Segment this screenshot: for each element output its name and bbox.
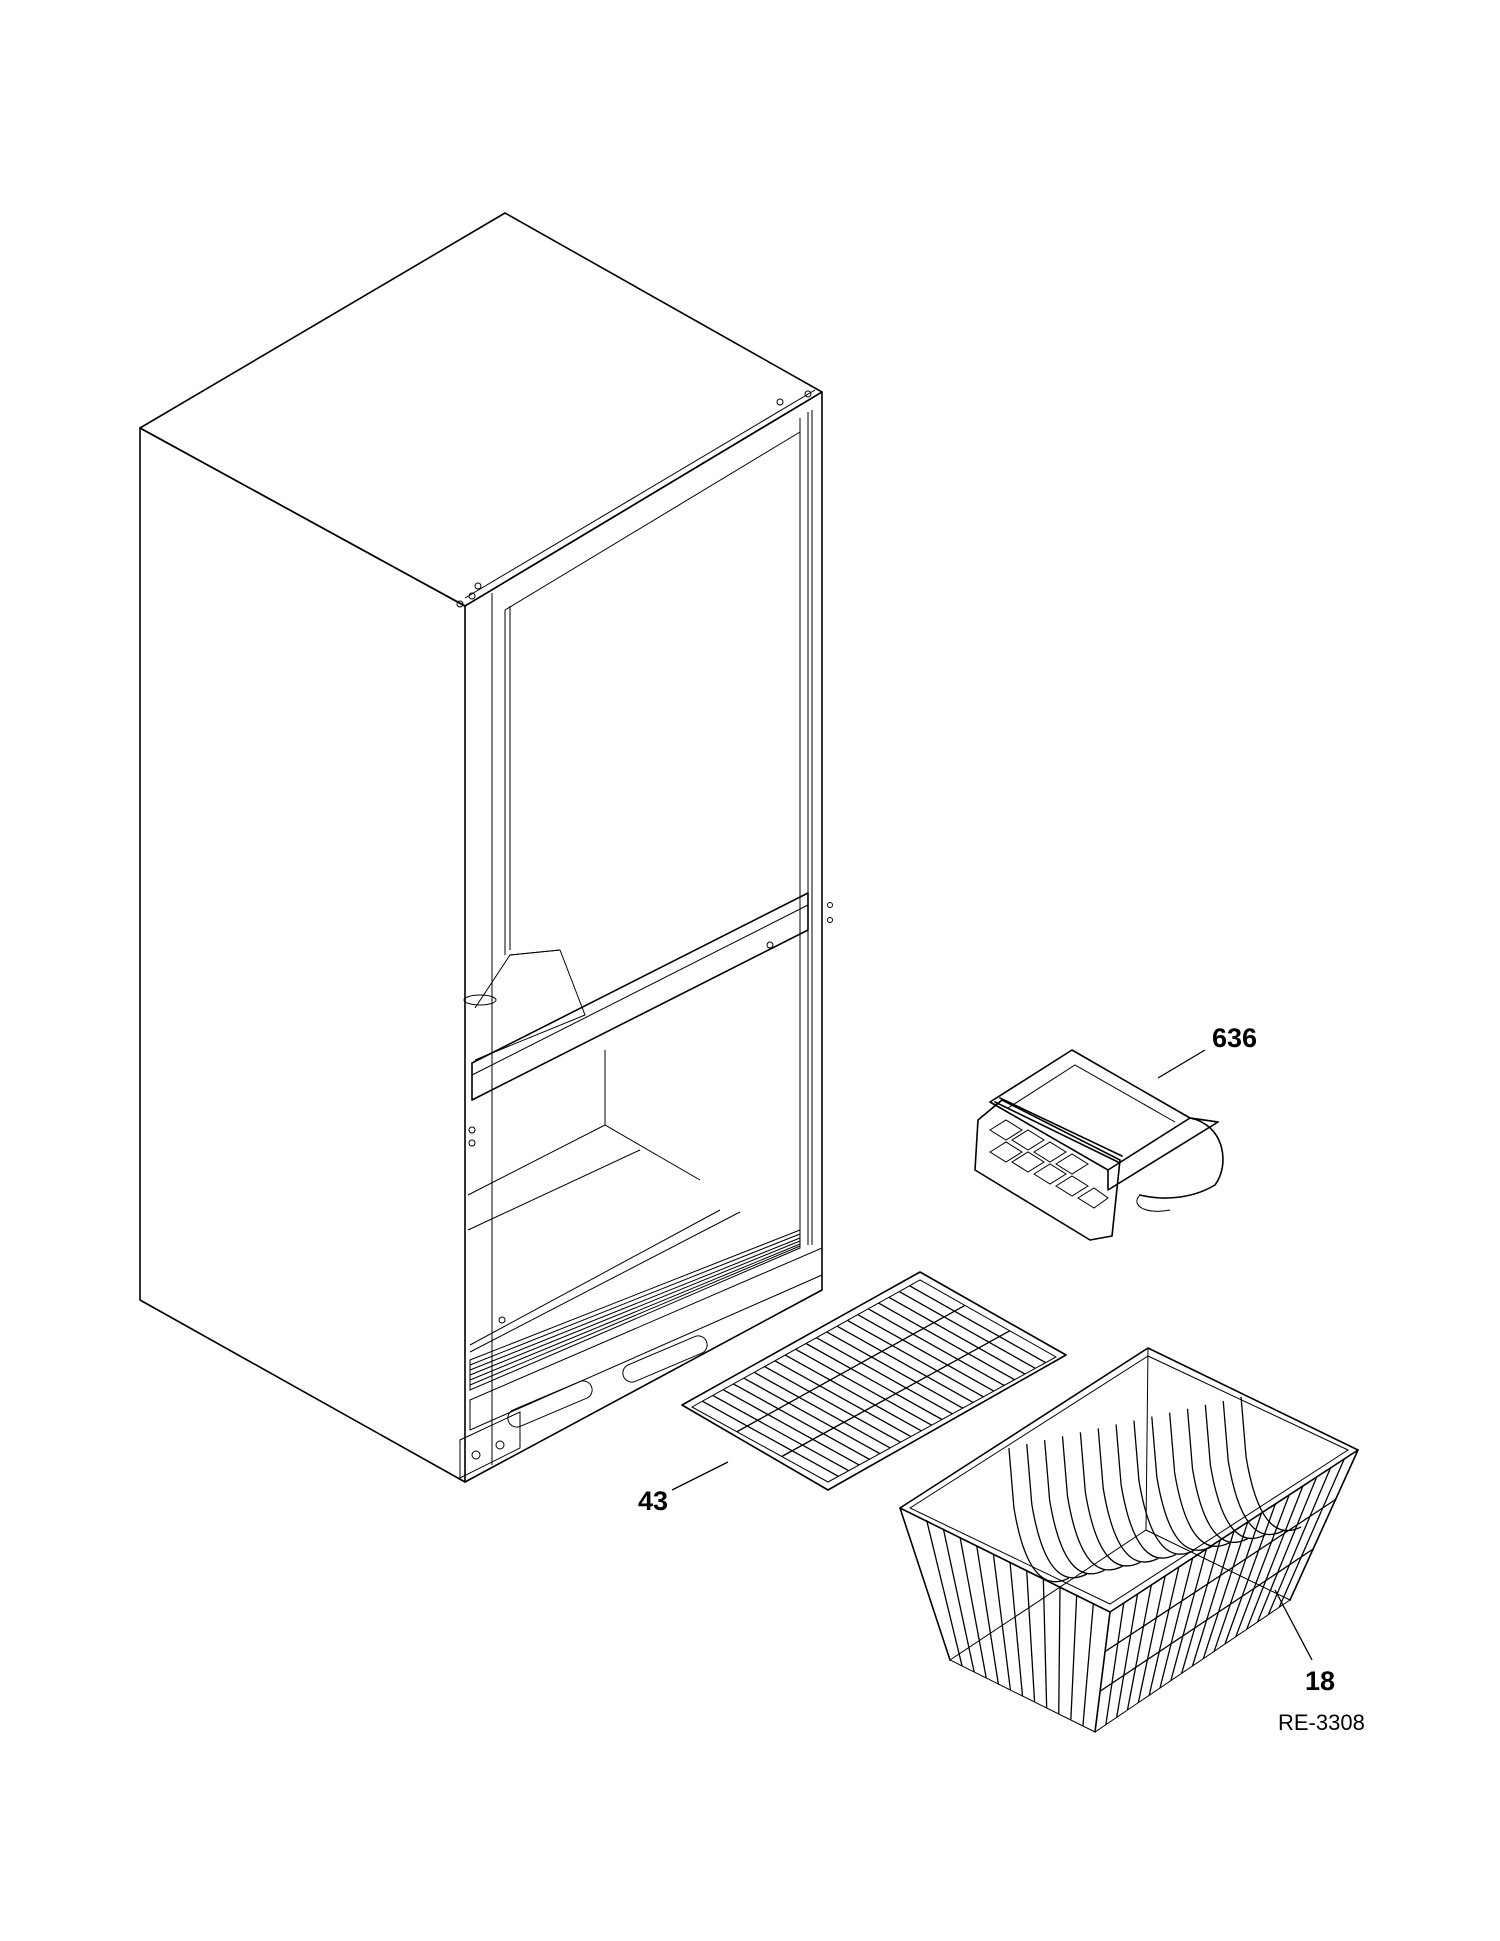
shelf-wire: [722, 1389, 860, 1466]
leader-18: [1274, 1589, 1313, 1661]
basket-back-wire: [1043, 1440, 1105, 1575]
shelf-crossbar: [781, 1330, 1011, 1458]
basket-band: [1099, 1548, 1314, 1692]
basket-front-wire: [1042, 1578, 1048, 1709]
shelf-wire: [784, 1354, 922, 1432]
shelf-wire: [712, 1394, 850, 1472]
shelf-wire: [816, 1337, 953, 1415]
shelf-wire: [733, 1383, 870, 1460]
leader-636: [1157, 1049, 1206, 1079]
wire-basket: [899, 1347, 1359, 1733]
shelf-wire: [836, 1325, 974, 1404]
basket-side-wire: [1181, 1539, 1221, 1674]
basket-side-wire: [1148, 1566, 1180, 1696]
shelf-wire: [867, 1308, 1005, 1386]
callout-18: 18: [1305, 1666, 1335, 1696]
basket-side-wire: [1213, 1512, 1263, 1652]
shelf-wire: [805, 1342, 943, 1421]
basket-back-wire: [1222, 1400, 1284, 1536]
basket-side-wire: [1235, 1494, 1290, 1637]
callout-636: 636: [1212, 1023, 1257, 1053]
basket-side-wire: [1267, 1467, 1332, 1615]
basket-side-wire: [1256, 1476, 1318, 1623]
basket-back-wire: [1008, 1447, 1070, 1583]
basket-front-wire: [1009, 1561, 1024, 1697]
basket-back-wire: [1115, 1424, 1177, 1559]
shelf-wire: [743, 1377, 881, 1455]
shelf-wire: [826, 1331, 964, 1409]
shelf-crossbar: [736, 1304, 966, 1433]
basket-band: [1104, 1498, 1336, 1653]
basket-side-wire: [1278, 1458, 1345, 1608]
shelf-wire: [857, 1314, 995, 1392]
basket-side-wire: [1170, 1548, 1208, 1681]
shelf-wire: [847, 1319, 984, 1398]
basket-back-wire: [1061, 1436, 1123, 1571]
basket-front-wire: [1070, 1595, 1078, 1721]
basket-side-wire: [1116, 1593, 1139, 1718]
basket-back-wire: [1204, 1404, 1266, 1540]
wire-shelf: [681, 1271, 1067, 1491]
basket-side-wire: [1202, 1521, 1249, 1659]
shelf-wire: [795, 1348, 932, 1426]
shelf-wire: [888, 1296, 1026, 1375]
basket-back-wire: [1186, 1408, 1248, 1544]
basket-front-wire: [1026, 1570, 1036, 1703]
evaporator-grille: [469, 1209, 801, 1391]
shelf-wire: [702, 1400, 839, 1477]
drawing-code: RE-3308: [1278, 1710, 1365, 1735]
basket-front-wire: [1082, 1603, 1094, 1727]
basket-front-wire: [1058, 1586, 1061, 1715]
basket-front-wire: [992, 1553, 1012, 1691]
basket-side-wire: [1105, 1602, 1125, 1725]
basket-side-wire: [1159, 1557, 1194, 1689]
basket-back-wire: [1026, 1444, 1088, 1579]
callout-43: 43: [638, 1486, 668, 1516]
basket-side-wire: [1224, 1503, 1276, 1645]
basket-side-wire: [1126, 1584, 1152, 1711]
basket-front-wire: [976, 1545, 999, 1685]
leader-43: [671, 1461, 729, 1491]
basket-back-wire: [1097, 1428, 1159, 1563]
basket-back-wire: [1133, 1420, 1195, 1555]
basket-front-wire: [942, 1528, 975, 1673]
basket-back-wire: [1079, 1432, 1141, 1567]
basket-side-wire: [1191, 1530, 1235, 1667]
refrigerator-cabinet: [139, 212, 833, 1483]
shelf-wire: [753, 1371, 891, 1449]
basket-side-wire: [1246, 1485, 1304, 1630]
basket-back-wire: [1240, 1396, 1302, 1532]
shelf-wire: [898, 1290, 1036, 1369]
ice-bin: [974, 1049, 1224, 1241]
basket-side-wire: [1137, 1575, 1166, 1703]
shelf-wire: [909, 1285, 1046, 1364]
shelf-wire: [764, 1366, 901, 1443]
shelf-wire: [878, 1302, 1015, 1381]
shelf-wire: [774, 1360, 912, 1438]
basket-back-wire: [1151, 1416, 1213, 1551]
basket-back-wire: [1168, 1412, 1230, 1547]
basket-front-wire: [959, 1536, 987, 1679]
basket-front-wire: [926, 1520, 963, 1667]
